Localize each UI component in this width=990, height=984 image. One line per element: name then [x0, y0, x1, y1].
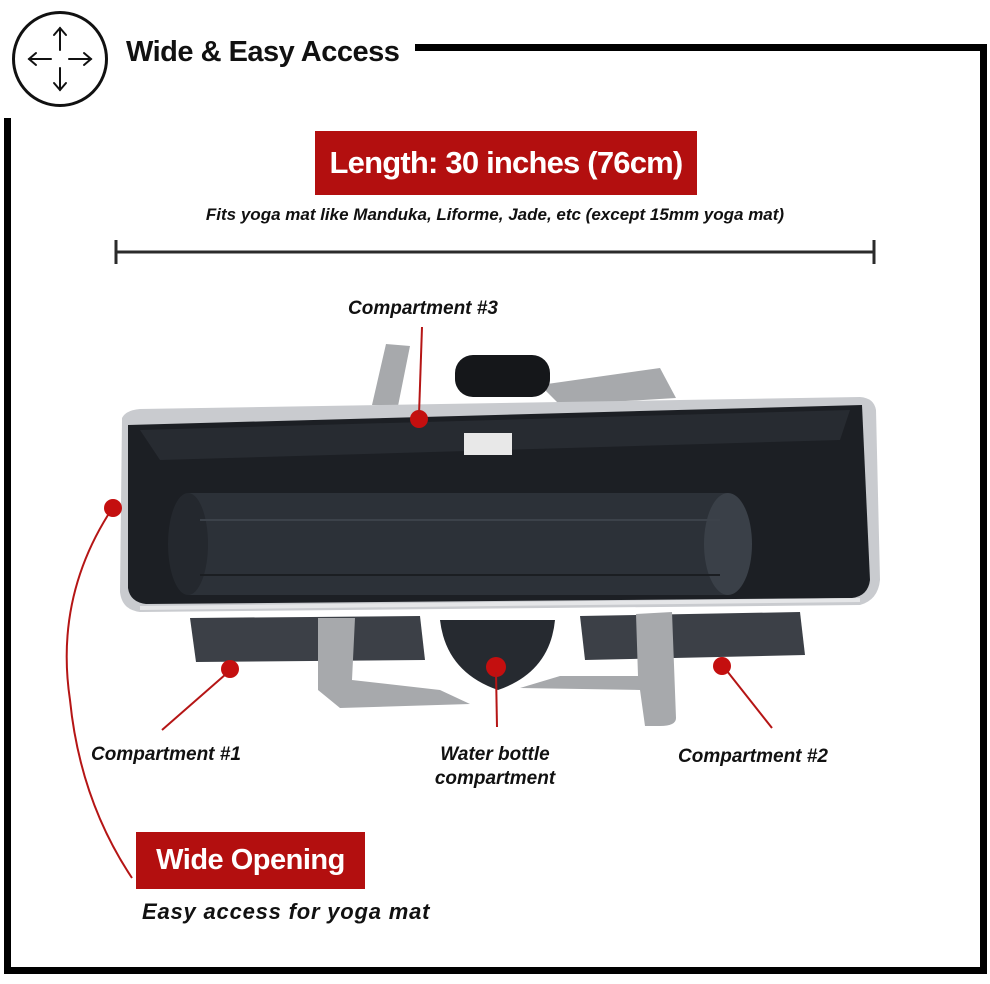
length-badge: Length: 30 inches (76cm): [315, 131, 697, 195]
fits-caption: Fits yoga mat like Manduka, Liforme, Jad…: [205, 205, 785, 224]
compartment1-label: Compartment #1: [91, 744, 241, 765]
frame-right: [980, 44, 987, 974]
callout-lines: [65, 326, 773, 879]
callout-dots: [104, 410, 731, 678]
frame-top: [415, 44, 987, 51]
wide-opening-badge: Wide Opening: [136, 832, 365, 889]
water-bottle-label-line2: compartment: [434, 768, 556, 789]
wide-opening-subtitle: Easy access for yoga mat: [142, 899, 431, 924]
water-bottle-label-line1: Water bottle: [440, 744, 550, 765]
front-handles: [318, 612, 676, 726]
frame-left: [4, 118, 11, 974]
front-pockets: [190, 612, 805, 690]
compartment2-label: Compartment #2: [678, 746, 828, 767]
page-title: Wide & Easy Access: [126, 36, 400, 68]
four-way-arrows-icon: [12, 11, 108, 107]
back-handles: [372, 344, 676, 406]
frame-bottom: [4, 967, 987, 974]
compartment3-label: Compartment #3: [348, 298, 498, 319]
rolled-yoga-mat: [168, 493, 752, 595]
water-bottle-label: Water bottle compartment: [420, 743, 570, 791]
length-measure-line: [114, 240, 876, 264]
